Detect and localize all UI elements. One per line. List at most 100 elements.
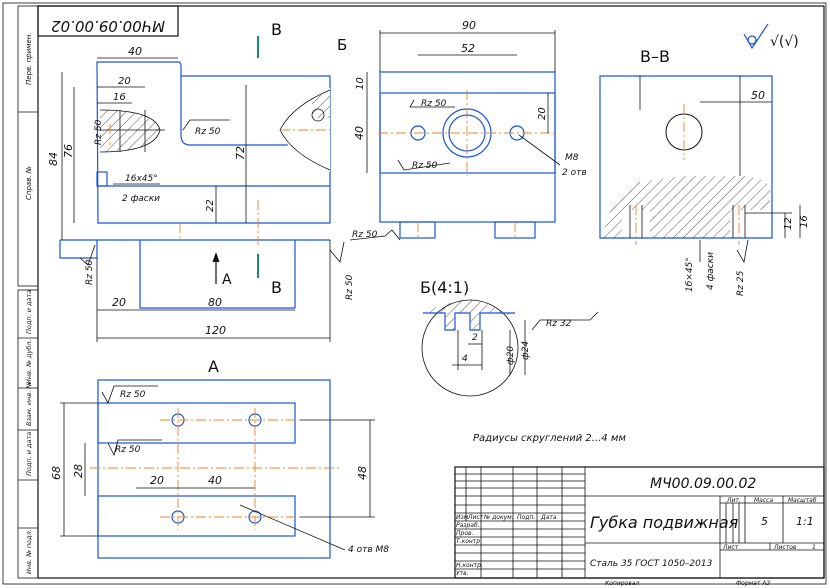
viewa-dim-20: 20 (150, 474, 164, 487)
side-label-7: Инв. № подл. (25, 529, 33, 574)
left-strip: Перв. примен. Справ. № Подп. и дата Инв.… (17, 5, 39, 579)
side-label-4: Инв. № дубл. (25, 340, 33, 384)
doc-code-inverted-box: МЧ00.09.00.02 (37, 5, 179, 37)
front-dim-22: 22 (205, 199, 216, 212)
front-dim-40: 40 (128, 45, 142, 58)
front-rz-3: Rz 50 (85, 259, 95, 285)
front-view (59, 61, 331, 309)
title-block: Изм Лист № докум. Подп. Дата Разраб. Про… (454, 466, 825, 587)
detail-dim-phi24: ф24 (521, 341, 531, 360)
front-dim-80: 80 (208, 296, 222, 309)
front-dim-20: 20 (118, 76, 131, 87)
tb-podp: Подп. (517, 514, 535, 521)
section-dim-12: 12 (783, 217, 794, 230)
view-a-dimensions: Rz 50 Rz 50 68 28 20 40 48 4 отв М8 (50, 385, 389, 555)
viewa-rz-1: Rz 50 (120, 390, 146, 400)
viewa-rz-2: Rz 50 (115, 445, 141, 455)
side-label-3: Подп. и дата (25, 290, 33, 334)
front-dim-20b: 20 (112, 296, 126, 309)
top-2holes: 2 отв (562, 168, 587, 178)
detail-b-label: Б(4:1) (420, 278, 469, 297)
side-label-5: Взам. инв. № (25, 382, 33, 426)
top-dim-52: 52 (461, 42, 475, 55)
front-dim-120: 120 (205, 324, 226, 337)
tb-role-prov: Пров. (456, 530, 474, 537)
viewa-dim-28: 28 (72, 464, 85, 478)
detail-dim-phi20: ф20 (506, 346, 516, 365)
side-label-1: Перв. примен. (25, 32, 33, 85)
front-rz-2: Rz 50 (195, 127, 221, 137)
tb-doc: № докум. (483, 514, 514, 521)
tb-izm: Изм (456, 514, 469, 521)
section-markers: В В А Б (212, 20, 347, 297)
section-vv-label: В–В (640, 47, 670, 66)
front-dimensions: 40 20 16 Rz 50 76 84 72 22 16х45° 2 фаск… (47, 45, 401, 342)
roughness-general: √(√) (770, 34, 799, 50)
top-rz-1: Rz 50 (421, 99, 447, 109)
top-m8: М8 (565, 153, 579, 163)
tb-lit-label: Лит. (726, 497, 741, 504)
top-dim-20: 20 (537, 107, 548, 120)
front-chamfer: 16х45° (125, 174, 158, 184)
tb-mass: 5 (761, 515, 768, 528)
top-rz-2: Rz 50 (412, 161, 438, 171)
detail-mark-b: Б (337, 36, 347, 54)
section-chamfer: 1б×45° (685, 257, 695, 292)
roughness-symbol: √(√) (743, 23, 799, 50)
section-dim-50: 50 (751, 89, 765, 102)
top-dim-10: 10 (355, 77, 366, 90)
detail-rz32: Rz 32 (546, 319, 572, 329)
side-label-6: Подп. и дата (25, 432, 33, 476)
doc-code-inverted: МЧ00.09.00.02 (51, 17, 165, 35)
tb-role-utv: Утв. (456, 570, 469, 577)
tb-date: Дата (540, 514, 557, 521)
tb-scale-label: Масштаб (788, 497, 817, 504)
tb-list: Лист (467, 514, 484, 521)
top-dim-90: 90 (462, 19, 476, 32)
general-note: Радиусы скруглений 2...4 мм (473, 433, 626, 444)
front-dim-76: 76 (62, 144, 75, 158)
detail-dim-2: 2 (472, 333, 478, 343)
front-dim-72: 72 (234, 146, 247, 160)
tb-role-razrab: Разраб. (456, 522, 480, 529)
viewa-dim-48: 48 (356, 466, 369, 480)
section-mark-v-bottom: В (271, 278, 282, 297)
front-dim-84: 84 (47, 152, 60, 166)
viewa-4holes: 4 отв М8 (348, 545, 389, 555)
tb-role-tkontr: Т.контр. (456, 538, 482, 545)
viewa-dim-68: 68 (50, 466, 63, 480)
tb-mass-label: Масса (754, 497, 773, 504)
tb-role-nkontr: Н.контр. (456, 562, 483, 569)
tb-scale: 1:1 (796, 515, 814, 528)
tb-copied: Копировал (605, 580, 639, 587)
tb-sheets-label: Листов (773, 544, 797, 551)
tb-sheet-label: Лист (722, 544, 739, 551)
side-label-2: Справ. № (25, 166, 33, 200)
front-rz-1: Rz 50 (94, 119, 104, 145)
tb-sheets: 1 (812, 544, 816, 551)
section-chamfer-count: 4 фаски (706, 252, 716, 290)
detail-b: Б(4:1) 2 4 ф20 ф24 Rz 32 (420, 278, 599, 397)
front-chamfer-count: 2 фаски (122, 194, 160, 204)
front-dim-16: 16 (113, 92, 126, 103)
section-mark-v-top: В (271, 20, 282, 39)
tb-title: Губка подвижная (590, 513, 739, 532)
section-mark-a: А (222, 272, 232, 288)
viewa-dim-40: 40 (208, 474, 222, 487)
section-dim-16: 16 (799, 215, 810, 228)
section-rz25: Rz 25 (736, 270, 746, 296)
front-rz-4: Rz 50 (345, 274, 355, 300)
detail-dim-4: 4 (462, 354, 468, 364)
tb-format: Формат А3 (736, 580, 770, 587)
top-dim-40: 40 (353, 126, 366, 140)
front-rz-5: Rz 50 (352, 230, 378, 240)
top-dimensions: 90 52 10 40 Rz 50 20 Rz 50 М8 2 отв (353, 19, 587, 178)
tb-doc-code: МЧ00.09.00.02 (650, 476, 756, 492)
section-vv: В–В 50 12 16 1б×45° 4 фаски Rz 25 (599, 47, 810, 296)
tb-material: Сталь 35 ГОСТ 1050–2013 (590, 559, 713, 569)
top-view (378, 71, 557, 240)
view-a-label: А (208, 357, 219, 376)
view-a: А (90, 357, 340, 559)
